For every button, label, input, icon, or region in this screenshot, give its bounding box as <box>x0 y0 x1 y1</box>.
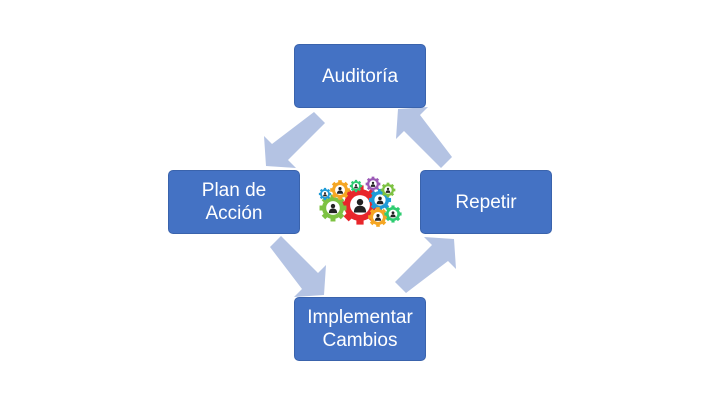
gears-people-icon <box>318 176 402 227</box>
node-auditoria: Auditoría <box>294 44 426 108</box>
person-icon <box>324 192 326 195</box>
person-icon <box>378 196 382 201</box>
node-plan-de-accion: Plan de Acción <box>168 170 300 234</box>
gear-icon <box>349 179 363 193</box>
gear-icon <box>380 182 396 198</box>
person-icon <box>355 184 357 187</box>
person-icon <box>356 198 364 206</box>
gear-icon <box>319 194 347 222</box>
person-icon <box>391 211 395 215</box>
arrow-auditoria-to-plan <box>264 112 325 168</box>
gear-icon <box>330 180 350 200</box>
gear-icon <box>368 207 388 227</box>
node-plan-label-line2: Acción <box>205 203 263 224</box>
node-repetir: Repetir <box>420 170 552 234</box>
node-repetir-label: Repetir <box>455 191 517 213</box>
node-auditoria-label: Auditoría <box>321 65 399 87</box>
arrow-implementar-to-repetir <box>395 237 456 293</box>
node-implementar-label-line1: Implementar <box>307 307 413 328</box>
gear-icon <box>384 205 402 223</box>
arrow-plan-to-implementar <box>270 236 326 297</box>
node-plan-label-line1: Plan de <box>201 180 267 201</box>
node-implementar-label-line2: Cambios <box>322 330 398 351</box>
node-implementar-cambios: Implementar Cambios <box>294 297 426 361</box>
gear-icon <box>318 187 332 201</box>
person-icon <box>330 203 336 209</box>
person-icon <box>386 187 390 191</box>
arrow-repetir-to-auditoria <box>396 107 452 168</box>
gear-icon <box>365 176 381 192</box>
person-icon <box>376 213 380 218</box>
person-icon <box>371 181 375 185</box>
person-icon <box>338 186 342 191</box>
